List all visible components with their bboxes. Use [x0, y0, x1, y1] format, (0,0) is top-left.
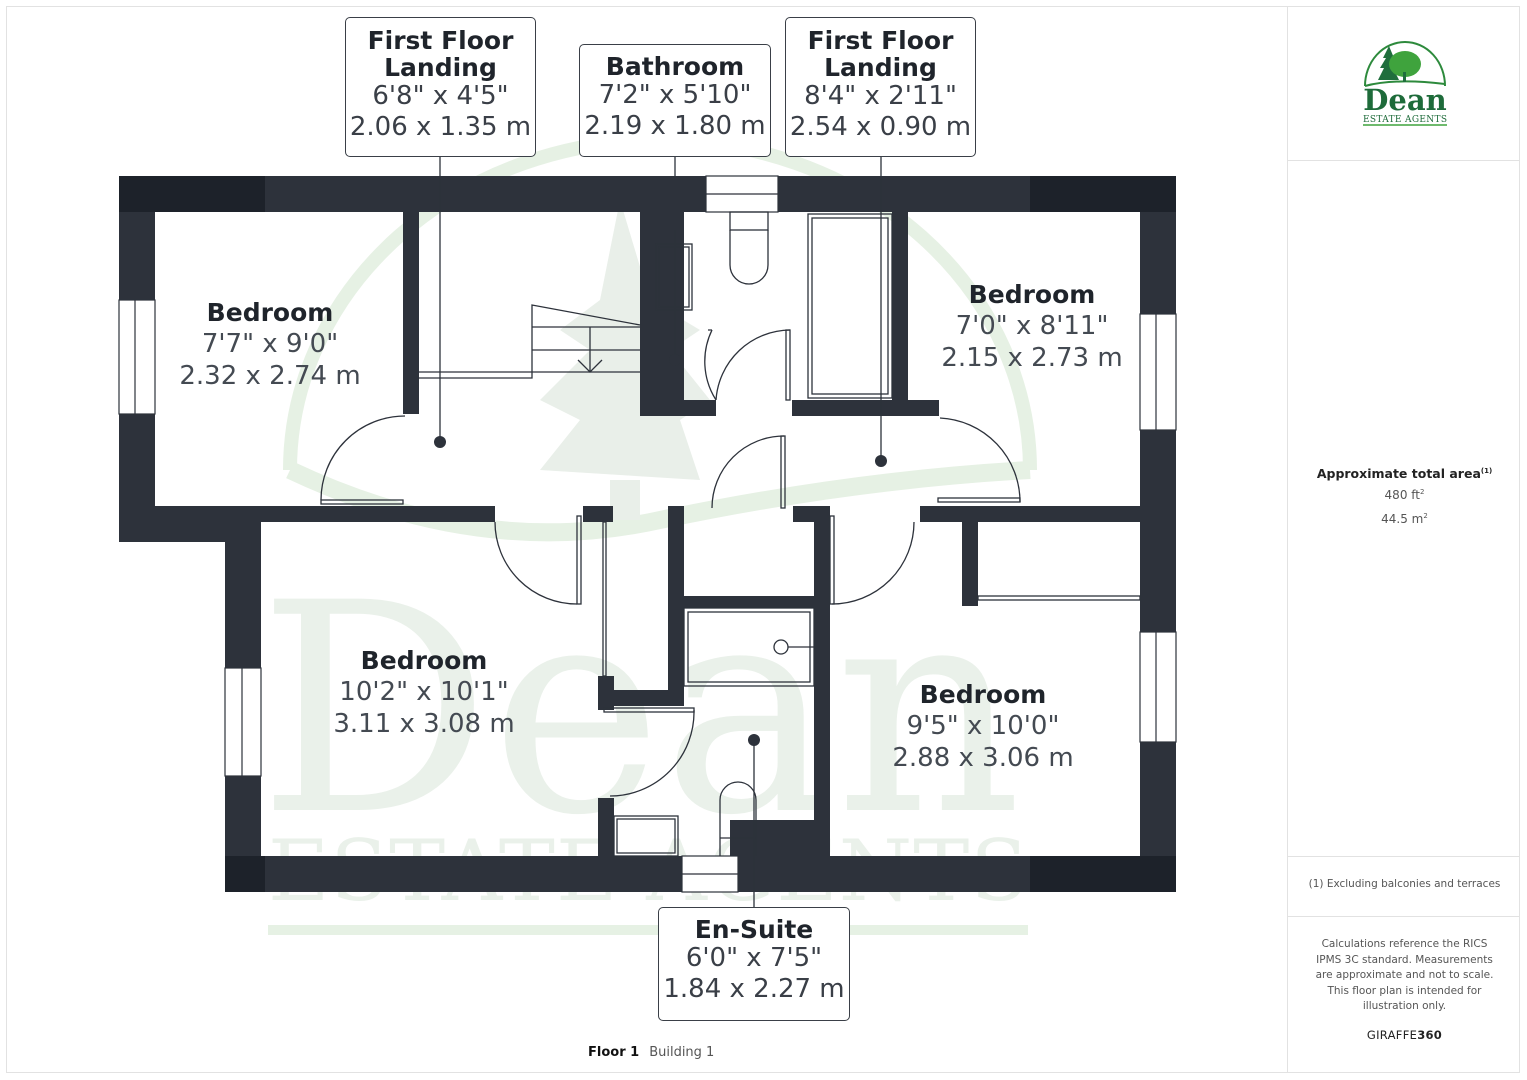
panel-divider	[1288, 856, 1520, 857]
room-name: Bedroom	[206, 298, 334, 327]
callout-metric: 2.19 x 1.80 m	[584, 111, 766, 141]
callout-metric: 1.84 x 2.27 m	[663, 974, 845, 1004]
area-imperial: 480 ft	[1384, 488, 1420, 502]
callout-metric: 2.54 x 0.90 m	[789, 112, 972, 142]
area-footnote: (1) Excluding balconies and terraces	[1308, 878, 1501, 890]
room-metric: 2.15 x 2.73 m	[941, 343, 1123, 373]
windows	[118, 175, 1177, 893]
room-bedroom-3: Bedroom 10'2" x 10'1" 3.11 x 3.08 m	[333, 646, 514, 740]
callout-metric: 2.06 x 1.35 m	[349, 112, 532, 142]
room-metric: 2.32 x 2.74 m	[179, 361, 361, 391]
panel-divider	[1288, 916, 1520, 917]
callout-imperial: 7'2" x 5'10"	[598, 80, 752, 110]
callout-imperial: 6'0" x 7'5"	[685, 943, 823, 973]
callout-title: First Floor	[807, 26, 954, 55]
logo-tagline: ESTATE AGENTS	[1363, 115, 1447, 125]
landing-marker-icon	[434, 436, 446, 448]
watermark-text: Dean	[258, 542, 1022, 879]
room-imperial: 10'2" x 10'1"	[339, 677, 509, 707]
area-heading: Approximate total area	[1316, 466, 1481, 481]
room-name: Bedroom	[360, 646, 488, 675]
ensuite-marker-icon	[748, 734, 760, 746]
room-bedroom-4: Bedroom 9'5" x 10'0" 2.88 x 3.06 m	[892, 680, 1073, 774]
room-name: Bedroom	[968, 280, 1096, 309]
doors-fixtures	[320, 211, 1141, 857]
walls	[119, 176, 1176, 892]
floor-caption: Floor 1 Building 1	[588, 1045, 714, 1060]
room-metric: 3.11 x 3.08 m	[333, 709, 515, 739]
callout-bathroom: Bathroom 7'2" x 5'10" 2.19 x 1.80 m	[579, 44, 771, 157]
room-bedroom-2: Bedroom 7'0" x 8'11" 2.15 x 2.73 m	[941, 280, 1122, 374]
floor-plan: Dean ESTATE AGENTS	[118, 133, 1177, 935]
room-imperial: 9'5" x 10'0"	[906, 711, 1060, 741]
callout-title: Landing	[824, 53, 937, 82]
room-imperial: 7'0" x 8'11"	[955, 311, 1109, 341]
logo-name: Dean	[1363, 83, 1446, 117]
room-metric: 2.88 x 3.06 m	[892, 743, 1074, 773]
callout-first-floor-landing-2: First Floor Landing 8'4" x 2'11" 2.54 x …	[785, 17, 976, 157]
callout-en-suite: En-Suite 6'0" x 7'5" 1.84 x 2.27 m	[658, 907, 850, 1021]
callout-title: Bathroom	[605, 52, 745, 81]
area-metric: 44.5 m	[1381, 512, 1424, 526]
callout-imperial: 8'4" x 2'11"	[804, 81, 957, 111]
page-frame	[6, 6, 1520, 1073]
dean-logo: Dean ESTATE AGENTS	[1363, 41, 1447, 126]
total-area: Approximate total area(1) 480 ft2 44.5 m…	[1316, 466, 1493, 526]
info-panel	[1287, 6, 1520, 1073]
callout-title: Landing	[384, 53, 497, 82]
disclaimer: Calculations reference the RICS IPMS 3C …	[1315, 938, 1494, 1012]
bathroom-marker-icon	[669, 354, 681, 366]
panel-divider	[1288, 160, 1520, 161]
giraffe360-brand: GIRAFFE360	[1366, 1028, 1443, 1042]
footnote-mark: (1)	[1480, 466, 1493, 475]
landing-marker-icon	[875, 455, 887, 467]
callout-lines	[439, 156, 882, 908]
callout-first-floor-landing-1: First Floor Landing 6'8" x 4'5" 2.06 x 1…	[345, 17, 536, 157]
callout-imperial: 6'8" x 4'5"	[372, 81, 509, 111]
callout-title: First Floor	[367, 26, 514, 55]
room-bedroom-1: Bedroom 7'7" x 9'0" 2.32 x 2.74 m	[179, 298, 360, 392]
building-label: Building 1	[649, 1045, 715, 1060]
floor-label: Floor 1	[588, 1045, 640, 1060]
callout-title: En-Suite	[694, 915, 814, 944]
room-imperial: 7'7" x 9'0"	[201, 329, 339, 359]
room-name: Bedroom	[919, 680, 1047, 709]
oak-tree-icon	[1389, 51, 1421, 77]
